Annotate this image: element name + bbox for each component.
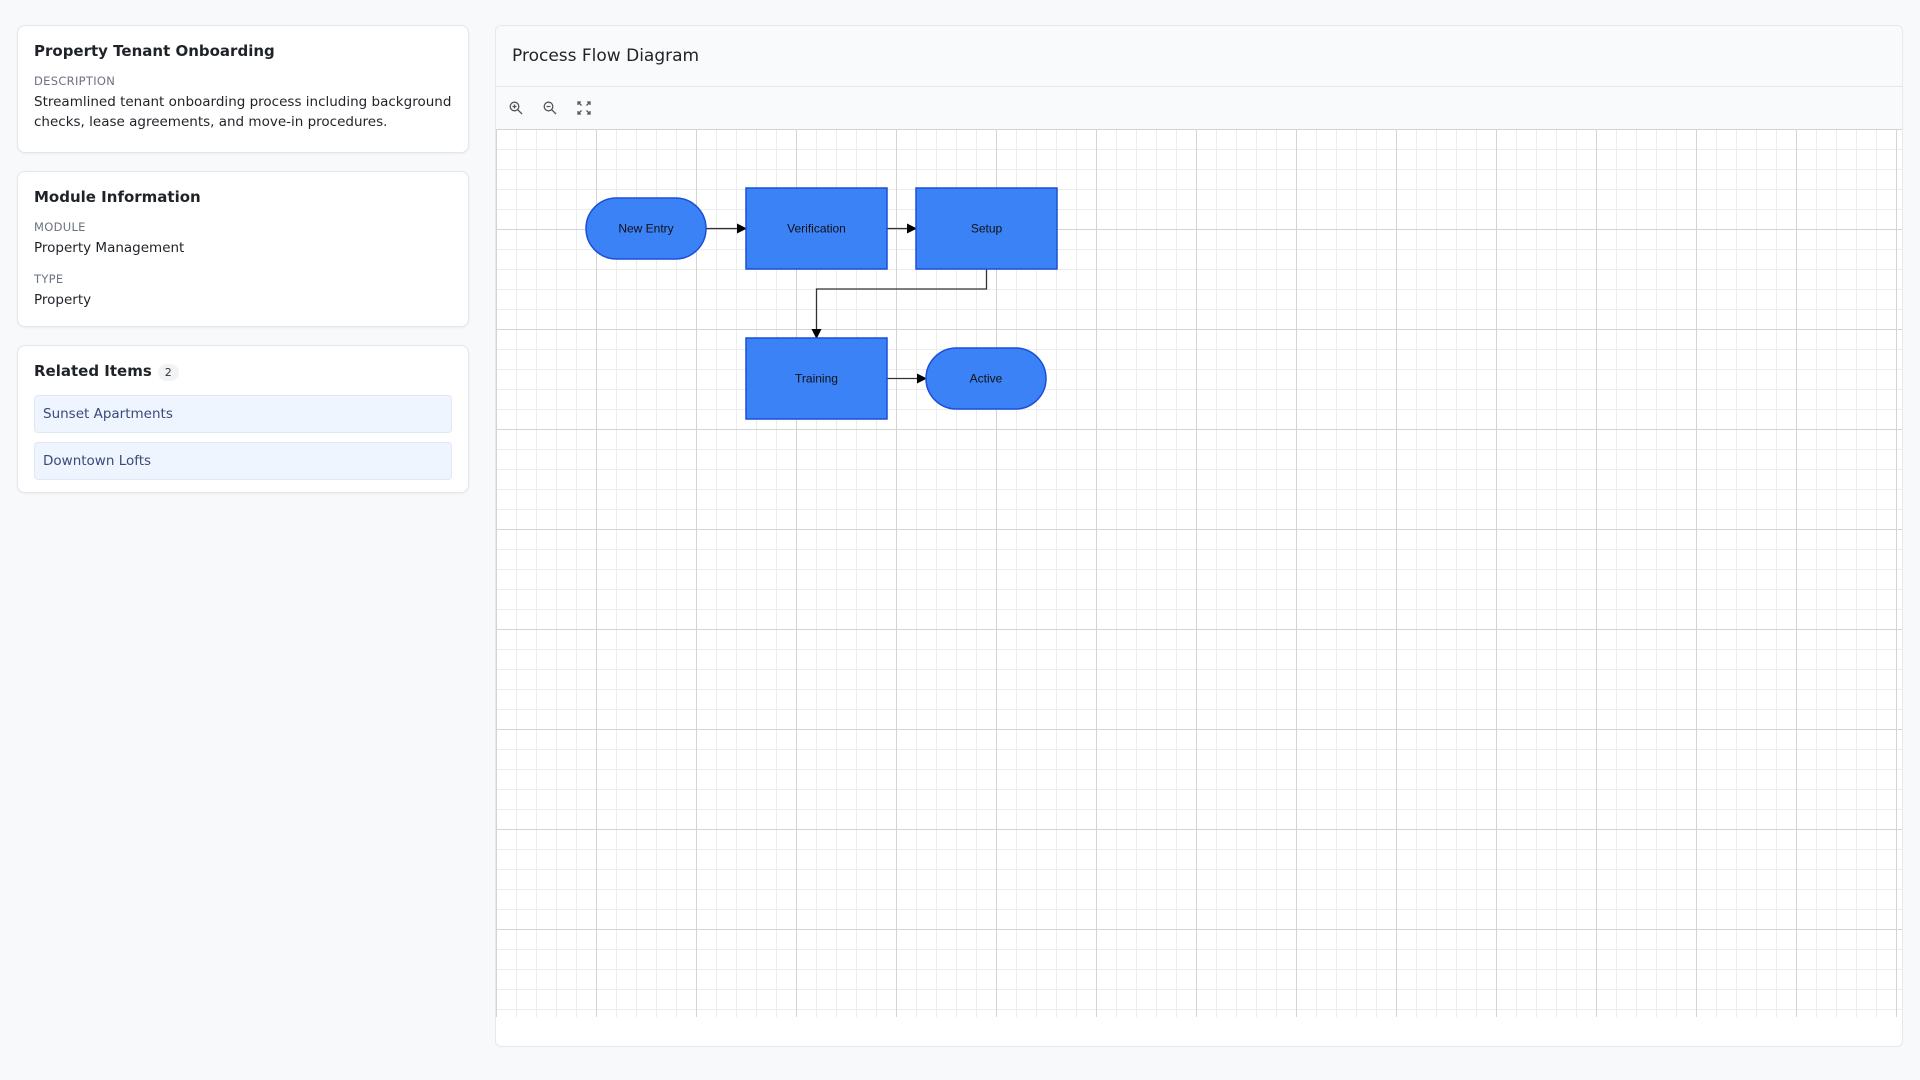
module-label: MODULE [34,220,86,234]
fit-screen-icon [577,101,591,115]
node-label: Verification [787,222,846,236]
node-label: Setup [971,222,1003,236]
node-active[interactable]: Active [925,347,1047,410]
node-label: New Entry [618,222,673,236]
zoom-in-button[interactable] [506,98,526,118]
node-shape [925,347,1047,410]
info-card: Property Tenant Onboarding DESCRIPTION S… [17,25,469,153]
node-verification[interactable]: Verification [745,187,888,270]
type-value: Property [34,292,92,308]
related-items-header: Related Items 2 [34,362,452,381]
module-info-title: Module Information [34,188,201,206]
related-items-title: Related Items [34,362,152,380]
node-training[interactable]: Training [745,337,888,420]
module-info-card: Module Information MODULE Property Manag… [17,171,469,327]
edge-setup-to-training[interactable] [811,269,988,339]
fit-screen-button[interactable] [574,98,594,118]
diagram-header: Process Flow Diagram [496,26,1902,87]
zoom-out-button[interactable] [540,98,560,118]
related-item[interactable]: Downtown Lofts [34,442,452,480]
node-shape [745,187,888,270]
description-label: DESCRIPTION [34,74,116,88]
node-label: Training [795,372,838,386]
node-shape [585,197,707,260]
node-new-entry[interactable]: New Entry [585,197,707,260]
related-item[interactable]: Sunset Apartments [34,395,452,433]
zoom-out-icon [543,101,557,115]
module-value: Property Management [34,240,185,256]
diagram-toolbar [496,87,1902,130]
node-shape [915,187,1058,270]
node-setup[interactable]: Setup [915,187,1058,270]
related-items-card: Related Items 2 Sunset Apartments Downtow… [17,345,469,493]
diagram-title: Process Flow Diagram [512,46,700,66]
node-shape [745,337,888,420]
related-count-badge: 2 [157,364,179,381]
type-label: TYPE [34,272,64,286]
diagram-panel: Process Flow Diagram New Entry Verificati… [495,25,1903,1047]
node-label: Active [970,372,1003,386]
process-title: Property Tenant Onboarding [34,42,275,60]
description-text: Streamlined tenant onboarding process in… [34,94,452,130]
zoom-in-icon [509,101,523,115]
